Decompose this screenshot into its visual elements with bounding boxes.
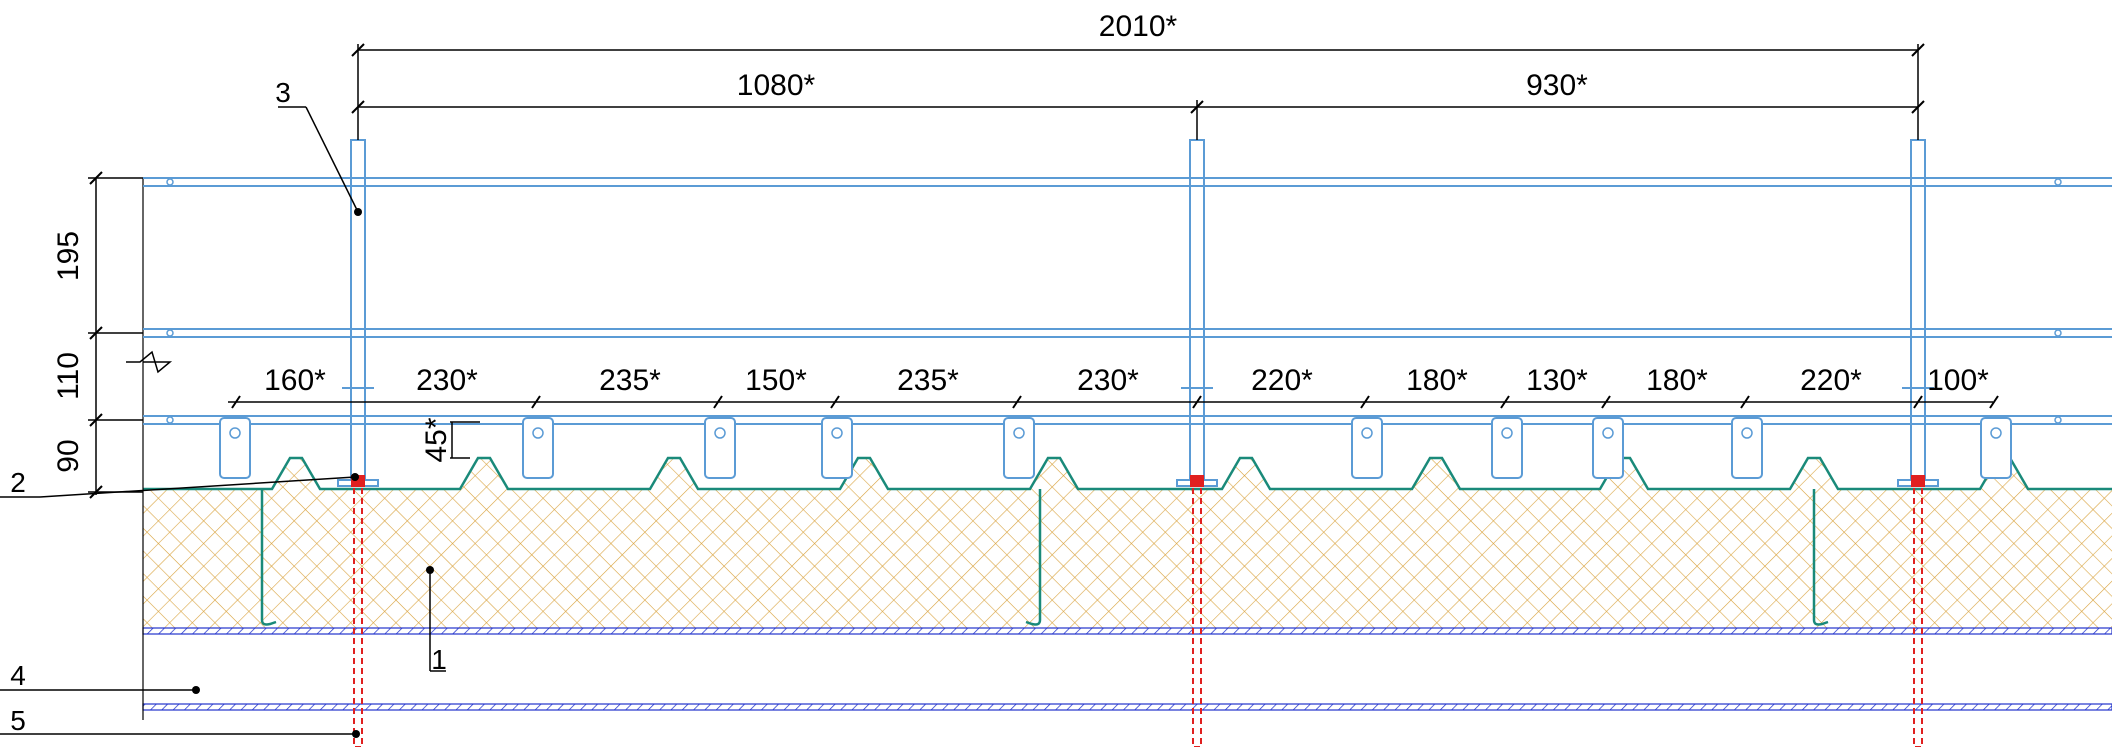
bracket-holes [229,427,2002,439]
callout-dots [192,208,434,738]
base-layer-bottom [142,703,2112,711]
dimension-segment: 220* [1251,364,1313,397]
dimension-segment: 235* [897,364,959,397]
dimension-angle: 45* [420,417,453,462]
dimension-lines [88,44,1993,495]
callout-1: 1 [431,644,447,675]
dimension-height-bottom: 90 [52,439,85,472]
dimension-height-top: 195 [52,231,85,281]
fasteners [351,475,1925,747]
profiled-sheet [143,456,2112,491]
dimension-segment: 150* [745,364,807,397]
dimension-segment: 160* [264,364,326,397]
dimension-segment: 180* [1646,364,1708,397]
dimension-segment: 230* [1077,364,1139,397]
insulation-layer [143,458,2112,628]
dimension-ticks [89,43,1925,499]
dimension-left-span: 1080* [737,69,816,102]
dimension-segment: 230* [416,364,478,397]
dimension-segment: 100* [1927,364,1989,397]
dimension-height-middle: 110 [52,352,85,400]
callout-4: 4 [10,660,26,691]
dimension-overall: 2010* [1099,10,1178,43]
guard-rails [143,177,2112,425]
dimension-segment: 220* [1800,364,1862,397]
callout-2: 2 [10,467,26,498]
dimension-segment: 235* [599,364,661,397]
dimension-segment: 130* [1526,364,1588,397]
callout-leaders [0,106,446,735]
dimension-right-span: 930* [1526,69,1588,102]
brackets [219,417,2012,479]
callout-5: 5 [10,705,26,736]
sheet-laps [260,489,1829,626]
posts [350,139,1926,481]
break-symbol [126,350,173,374]
base-layer-top [142,627,2112,635]
callout-3: 3 [275,77,291,108]
rail-bolts [166,178,2062,424]
lower-dimension-ticks [231,395,1999,409]
dimension-segment: 180* [1406,364,1468,397]
